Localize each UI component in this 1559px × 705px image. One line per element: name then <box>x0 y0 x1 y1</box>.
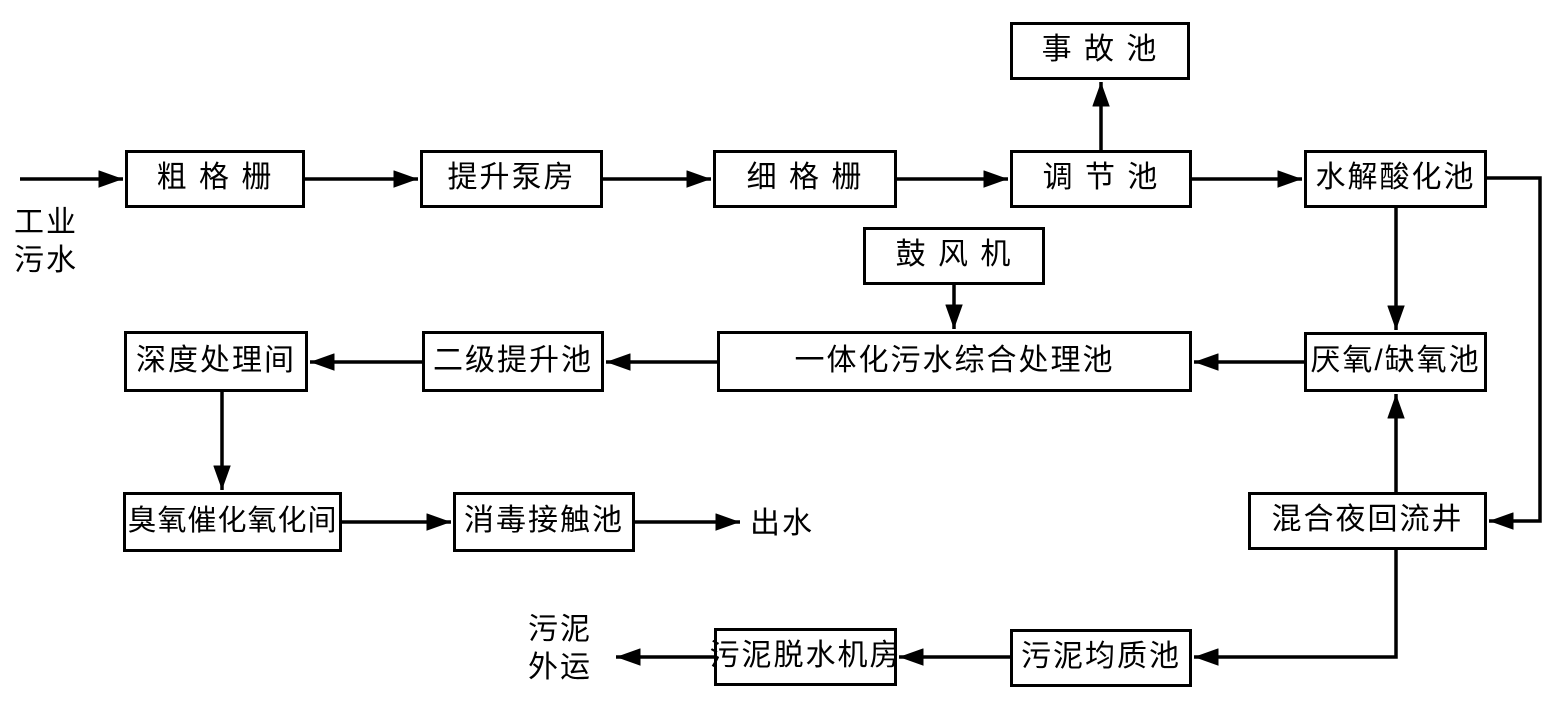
node-blower: 鼓 风 机 <box>863 227 1045 285</box>
node-secondary-lift-tank-label: 二级提升池 <box>433 343 593 377</box>
node-regulating-tank: 调 节 池 <box>1010 150 1192 208</box>
node-sludge-dewatering-room-label: 污泥脱水机房 <box>709 639 902 672</box>
node-regulating-tank-label: 调 节 池 <box>1042 161 1160 194</box>
sludge-out-label: 污泥 外运 <box>528 613 592 684</box>
node-hydrolysis-acidification-tank: 水解酸化池 <box>1304 150 1487 208</box>
node-integrated-treatment-tank: 一体化污水综合处理池 <box>717 331 1192 392</box>
node-secondary-lift-tank: 二级提升池 <box>422 331 604 392</box>
node-accident-tank-label: 事 故 池 <box>1041 33 1159 66</box>
node-ozone-catalytic-oxidation-room-label: 臭氧催化氧化间 <box>127 504 338 537</box>
node-lift-pump-house-label: 提升泵房 <box>447 161 576 194</box>
node-deep-treatment-room-label: 深度处理间 <box>136 343 296 377</box>
inlet-label: 工业 污水 <box>14 206 78 277</box>
node-coarse-screen-label: 粗 格 栅 <box>156 161 274 194</box>
node-fine-screen-label: 细 格 栅 <box>746 161 864 194</box>
node-disinfection-contact-tank: 消毒接触池 <box>453 492 635 552</box>
node-mixed-liquor-return-well: 混合夜回流井 <box>1248 492 1487 550</box>
node-anaerobic-anoxic-tank: 厌氧/缺氧池 <box>1304 332 1487 392</box>
node-sludge-homogenization-tank-label: 污泥均质池 <box>1021 640 1181 673</box>
node-coarse-screen: 粗 格 栅 <box>125 150 305 208</box>
edge-hydrolysis-to-return-well <box>1487 176 1542 530</box>
outlet-label: 出水 <box>750 507 814 540</box>
node-disinfection-contact-tank-label: 消毒接触池 <box>464 504 624 537</box>
edge-return-well-to-sludge-homogenization <box>1194 550 1398 666</box>
node-sludge-dewatering-room: 污泥脱水机房 <box>710 628 900 686</box>
node-lift-pump-house: 提升泵房 <box>420 150 603 208</box>
node-ozone-catalytic-oxidation-room: 臭氧催化氧化间 <box>123 492 342 552</box>
node-anaerobic-anoxic-tank-label: 厌氧/缺氧池 <box>1310 344 1481 377</box>
node-integrated-treatment-tank-label: 一体化污水综合处理池 <box>794 343 1115 377</box>
node-hydrolysis-acidification-tank-label: 水解酸化池 <box>1315 161 1476 194</box>
node-accident-tank: 事 故 池 <box>1010 22 1190 80</box>
node-mixed-liquor-return-well-label: 混合夜回流井 <box>1271 503 1464 536</box>
node-sludge-homogenization-tank: 污泥均质池 <box>1010 629 1192 687</box>
node-deep-treatment-room: 深度处理间 <box>124 331 308 392</box>
node-blower-label: 鼓 风 机 <box>895 238 1013 271</box>
node-fine-screen: 细 格 栅 <box>713 150 897 208</box>
